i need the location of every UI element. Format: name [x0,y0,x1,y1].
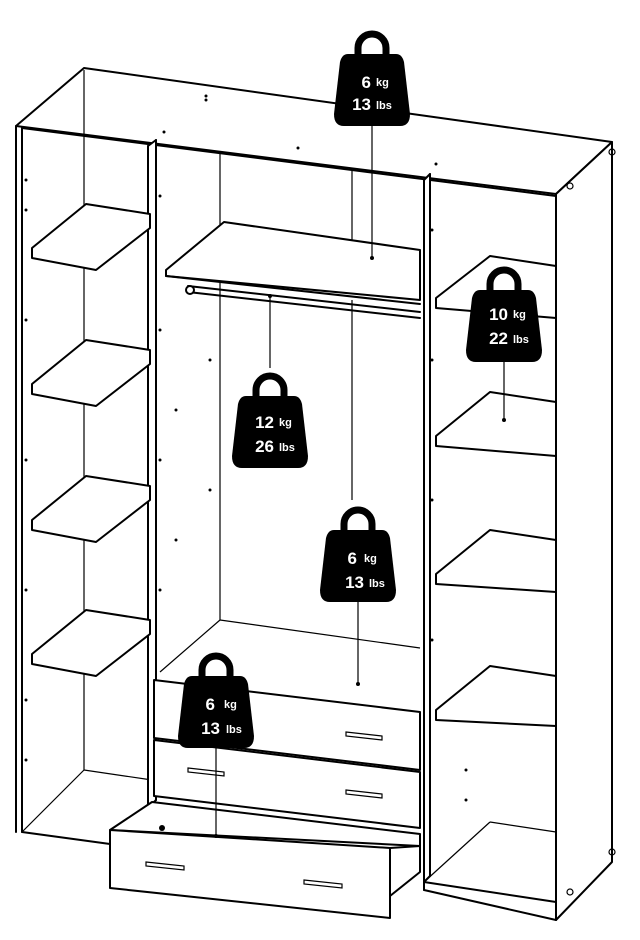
weight-kg-value: 6 [206,695,215,714]
weight-top: 6 kg 13 lbs [334,30,410,126]
weight-kg-unit: kg [513,309,526,321]
weight-lbs-value: 26 [255,437,274,456]
weight-kg-unit: kg [364,553,377,565]
weight-kg-value: 6 [348,549,357,568]
weight-kg-value: 10 [489,305,508,324]
right-divider [423,173,431,883]
left-shelves [31,203,151,677]
weight-lbs-value: 13 [201,719,220,738]
drawer-middle [153,739,421,829]
peg-holes [24,94,616,896]
weight-lbs-unit: lbs [369,578,385,590]
weight-leaders [214,120,506,838]
weight-kg-unit: kg [279,417,292,429]
center-top-shelf [165,221,421,319]
weight-drawer: 6 kg 13 lbs [178,652,254,748]
right-shelves [435,255,557,727]
weight-hanging-rail: 12 kg 26 lbs [232,372,308,468]
weight-right-shelf: 10 kg 22 lbs [466,266,542,362]
weight-lbs-unit: lbs [279,442,295,454]
weight-kg-unit: kg [376,77,389,89]
weight-icon [320,506,396,602]
weight-lbs-unit: lbs [513,334,529,346]
weight-icon [334,30,410,126]
weight-icon [178,652,254,748]
wardrobe-cabinet [15,67,613,921]
weight-icon [232,372,308,468]
weight-lbs-unit: lbs [376,100,392,112]
weight-lbs-value: 13 [345,573,364,592]
weight-lbs-unit: lbs [226,724,242,736]
weight-lbs-value: 22 [489,329,508,348]
weight-lbs-value: 13 [352,95,371,114]
drawer-bottom-open [109,801,421,919]
weight-icon [466,266,542,362]
weight-center-bottom: 6 kg 13 lbs [320,506,396,602]
weight-kg-unit: kg [224,699,237,711]
weight-kg-value: 6 [362,73,371,92]
weight-kg-value: 12 [255,413,274,432]
